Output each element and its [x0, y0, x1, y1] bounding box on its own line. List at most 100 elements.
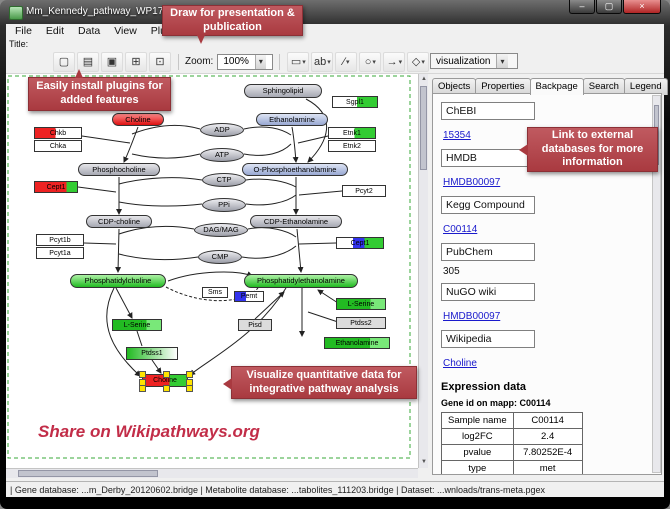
zoom-combobox[interactable]: 100% ▾	[217, 53, 274, 70]
selection-tool-button[interactable]: ▭▾	[287, 51, 310, 72]
open-file-button[interactable]: ▤	[77, 51, 99, 72]
selection-handle[interactable]	[186, 385, 193, 392]
selection-handle[interactable]	[139, 385, 146, 392]
pathway-node-o-phosphoethanolamine[interactable]: O-Phosphoethanolamine	[242, 163, 348, 176]
pathway-node-l-serine[interactable]: L-Serine	[112, 319, 162, 331]
pathway-node-choline[interactable]: Choline	[139, 371, 193, 392]
scroll-up-icon[interactable]: ▲	[421, 76, 427, 82]
pathway-node-etnk2[interactable]: Etnk2	[328, 140, 376, 152]
pathway-node-cmp[interactable]: CMP	[198, 250, 242, 264]
pathway-node-ptdss1[interactable]: Ptdss1	[126, 347, 178, 360]
canvas-horizontal-scrollbar[interactable]	[6, 468, 418, 478]
menu-edit[interactable]: Edit	[45, 25, 65, 37]
database-link[interactable]: HMDB00097	[443, 177, 501, 188]
pathway-node-pcyt1b[interactable]: Pcyt1b	[36, 234, 84, 246]
canvas-vertical-scrollbar[interactable]: ▲ ▼	[418, 74, 428, 468]
share-watermark: Share on Wikipathways.org	[38, 422, 260, 441]
zoom-value: 100%	[223, 56, 249, 67]
selection-handle[interactable]	[186, 371, 193, 378]
callout-visualize-text: Visualize quantitative data for integrat…	[246, 368, 402, 395]
horizontal-scroll-thumb[interactable]	[18, 470, 158, 477]
pathway-node-dag-mag[interactable]: DAG/MAG	[194, 223, 248, 237]
database-link[interactable]: HMDB00097	[443, 311, 501, 322]
chevron-down-icon: ▾	[496, 54, 508, 68]
pathway-node-choline[interactable]: Choline	[112, 113, 164, 126]
callout-plugins-text: Easily install plugins for added feature…	[36, 80, 163, 106]
pathway-node-l-serine[interactable]: L-Serine	[336, 298, 386, 310]
database-link[interactable]: C00114	[443, 224, 478, 235]
pathway-node-cept1[interactable]: Cept1	[336, 237, 384, 249]
database-name: NuGO wiki	[441, 283, 535, 301]
minimize-button[interactable]: –	[569, 0, 595, 14]
database-name: PubChem	[441, 243, 535, 261]
pathway-node-ptdss2[interactable]: Ptdss2	[336, 317, 386, 329]
pathway-node-sphingolipid[interactable]: Sphingolipid	[244, 84, 322, 98]
visualization-value: visualization	[436, 55, 491, 67]
visualization-combobox[interactable]: visualization ▾	[430, 53, 518, 69]
selection-handle[interactable]	[163, 385, 170, 392]
selection-tool-icon: ▭	[290, 56, 302, 68]
tab-legend[interactable]: Legend	[623, 78, 668, 95]
pathway-node-ethanolamine[interactable]: Ethanolamine	[324, 337, 390, 349]
table-cell: met	[512, 460, 583, 474]
pathway-node-phosphatidylethanolamine[interactable]: Phosphatidylethanolamine	[244, 274, 358, 288]
tab-backpage[interactable]: Backpage	[529, 78, 584, 95]
callout-draw: Draw for presentation & publication	[162, 5, 303, 44]
pathway-node-pcyt2[interactable]: Pcyt2	[342, 185, 386, 197]
table-cell: pvalue	[441, 444, 514, 461]
maximize-button[interactable]: ▢	[596, 0, 622, 14]
callout-link-databases: Link to external databases for more info…	[519, 127, 658, 172]
window-controls: – ▢ ×	[568, 0, 661, 14]
pathway-node-pemt[interactable]: Pemt	[234, 291, 264, 302]
pathway-node-pisd[interactable]: Pisd	[238, 319, 272, 331]
app-icon	[9, 6, 23, 20]
menu-file[interactable]: File	[15, 25, 32, 37]
save-file-button[interactable]: ▣	[101, 51, 123, 72]
titlebar[interactable]: Mm_Kennedy_pathway_WP1771_45176.gpml – ▢…	[0, 0, 670, 24]
pathway-node-phosphocholine[interactable]: Phosphocholine	[78, 163, 160, 176]
pathway-node-phosphatidylcholine[interactable]: Phosphatidylcholine	[70, 274, 166, 288]
menu-data[interactable]: Data	[78, 25, 101, 37]
pathway-node-cdp-choline[interactable]: CDP-choline	[86, 215, 152, 228]
database-link[interactable]: Choline	[443, 358, 477, 369]
vertical-scroll-thumb[interactable]	[420, 86, 427, 170]
pathway-node-ethanolamine[interactable]: Ethanolamine	[256, 113, 328, 126]
line-tool-button[interactable]: ∕▾	[335, 51, 358, 72]
database-link[interactable]: 15354	[443, 130, 471, 141]
pathway-node-ppi[interactable]: PPi	[202, 198, 246, 212]
pathway-node-sms[interactable]: Sms	[202, 287, 228, 298]
label-tool-button[interactable]: ab▾	[311, 51, 334, 72]
shape-tool-icon: ○	[364, 55, 372, 68]
pathway-node-ctp[interactable]: CTP	[202, 173, 246, 187]
arrow-tool-button[interactable]: →▾	[383, 51, 406, 72]
database-name: ChEBI	[441, 102, 535, 120]
paste-button[interactable]: ⊡	[149, 51, 171, 72]
pathway-node-pcyt1a[interactable]: Pcyt1a	[36, 247, 84, 259]
new-file-button[interactable]: ▢	[53, 51, 75, 72]
pathway-node-chka[interactable]: Chka	[34, 140, 82, 152]
selection-handle[interactable]	[139, 371, 146, 378]
menu-view[interactable]: View	[114, 25, 137, 37]
drawing-tool-group: ▭▾ab▾∕▾○▾→▾◇▾	[286, 51, 430, 72]
label-tool-icon: ab	[313, 55, 327, 68]
pathway-node-adp[interactable]: ADP	[200, 123, 244, 137]
pathway-node-chkb[interactable]: Chkb	[34, 127, 82, 139]
pathway-node-atp[interactable]: ATP	[200, 148, 244, 162]
template-tool-button[interactable]: ◇▾	[407, 51, 430, 72]
pathway-node-sgpl1[interactable]: Sgpl1	[332, 96, 378, 108]
callout-draw-text: Draw for presentation & publication	[170, 6, 295, 33]
arrow-tool-icon: →	[386, 55, 398, 68]
pathway-node-cdp-ethanolamine[interactable]: CDP-Ethanolamine	[250, 215, 342, 228]
copy-button[interactable]: ⊞	[125, 51, 147, 72]
pathway-node-etnk1[interactable]: Etnk1	[328, 127, 376, 139]
shape-tool-button[interactable]: ○▾	[359, 51, 382, 72]
new-file-icon: ▢	[58, 56, 70, 68]
scroll-down-icon[interactable]: ▼	[421, 459, 427, 465]
window-content: FileEditDataViewPluginsHelp Title: Avail…	[6, 24, 668, 497]
selection-handle[interactable]	[163, 371, 170, 378]
pathway-node-cept1[interactable]: Cept1	[34, 181, 78, 193]
close-button[interactable]: ×	[623, 0, 661, 14]
